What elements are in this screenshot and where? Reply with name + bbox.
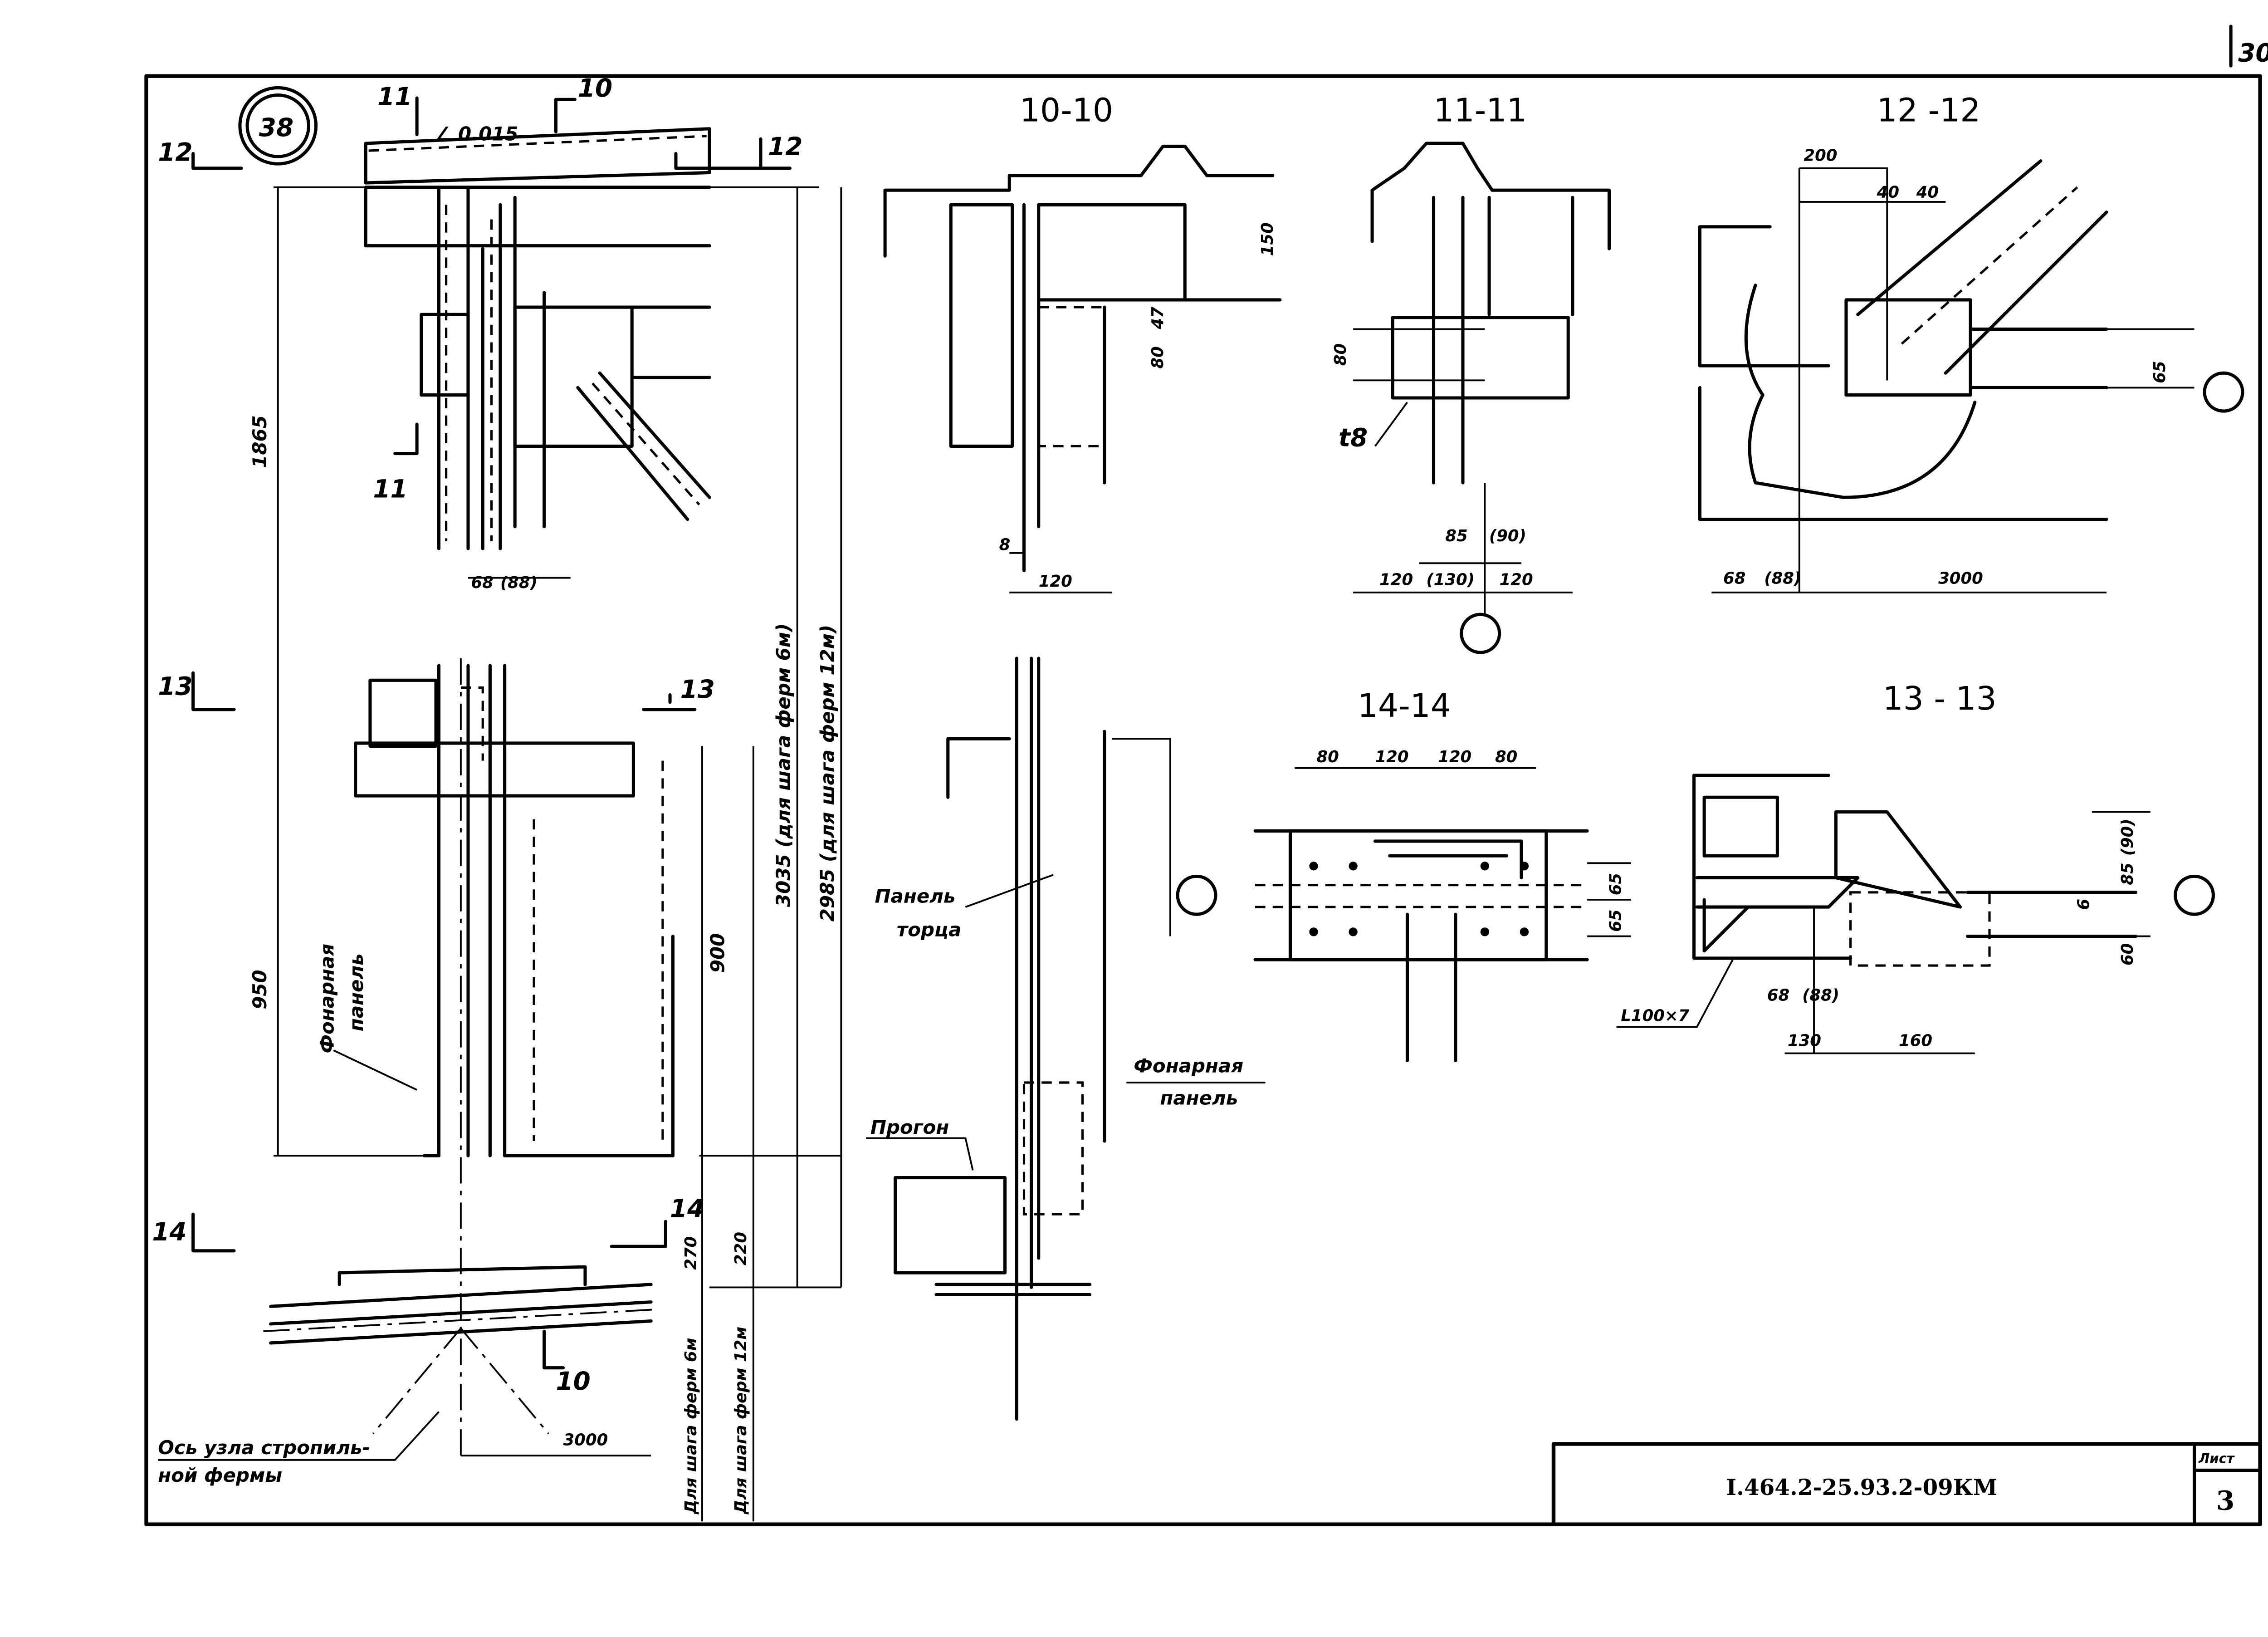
section-12-12-title: 12 -12 xyxy=(1877,92,1981,129)
dim-40-right: 40 xyxy=(1916,183,1939,201)
lantern-panel-label-10-2: панель xyxy=(1160,1087,1238,1109)
section-mark-11-lower: 11 xyxy=(373,474,407,503)
section-10-10 xyxy=(866,144,1282,1421)
dim-47: 47 xyxy=(1149,307,1167,330)
dim-270: 270 xyxy=(682,1236,700,1270)
section-mark-11: 11 xyxy=(377,82,412,111)
note-6m: Для шага ферм 6м xyxy=(682,1338,700,1514)
dim-80-14-right: 80 xyxy=(1495,748,1517,766)
dim-90: (90) xyxy=(1489,527,1526,545)
dim-88: (88) xyxy=(500,573,538,592)
note-12m: Для шага ферм 12м xyxy=(732,1327,750,1514)
section-12-12 xyxy=(1698,159,2244,593)
section-11-11 xyxy=(1353,142,1611,654)
dim-68-13: 68 xyxy=(1767,986,1789,1005)
dim-68: 68 xyxy=(471,573,493,592)
sheet-number: 3 xyxy=(2216,1485,2234,1516)
dim-950: 950 xyxy=(249,970,271,1009)
title-block xyxy=(1551,1442,2262,1526)
section-mark-10-lower: 10 xyxy=(556,1367,591,1396)
dim-120-right: 120 xyxy=(1500,571,1533,589)
dim-160-13: 160 xyxy=(1899,1031,1932,1050)
dim-88-12: (88) xyxy=(1764,569,1801,588)
main-view xyxy=(158,96,842,1522)
section-11-11-title: 11-11 xyxy=(1433,92,1527,129)
purlin-label: Прогон xyxy=(870,1116,949,1138)
section-mark-12-right: 12 xyxy=(768,132,802,161)
section-mark-14-left: 14 xyxy=(152,1217,186,1246)
section-14-14 xyxy=(1253,767,1631,1063)
dim-80-11: 80 xyxy=(1331,343,1350,366)
dim-120-left: 120 xyxy=(1379,571,1413,589)
dim-88-13: (88) xyxy=(1802,986,1839,1005)
dim-130-13: 130 xyxy=(1788,1031,1821,1050)
section-mark-14-right: 14 xyxy=(670,1194,704,1223)
angle-profile-label: L100×7 xyxy=(1621,1007,1689,1025)
dim-8: 8 xyxy=(999,535,1011,554)
corner-mark: 30 xyxy=(2238,38,2268,67)
section-mark-10: 10 xyxy=(578,74,612,103)
dim-80: 80 xyxy=(1149,346,1167,368)
dim-65-12: 65 xyxy=(2151,361,2169,383)
truss-axis-label: Ось узла стропиль- xyxy=(158,1436,370,1459)
section-mark-12-left: 12 xyxy=(158,138,192,167)
svg-text:38: 38 xyxy=(259,113,293,142)
dim-900: 900 xyxy=(706,933,728,973)
dim-40-left: 40 xyxy=(1877,183,1899,201)
dim-1865: 1865 xyxy=(249,415,271,468)
plate-thickness: t8 xyxy=(1339,423,1368,452)
dim-3000-12: 3000 xyxy=(1938,569,1983,588)
dim-65-14-b: 65 xyxy=(1606,910,1625,932)
dim-120-14-left: 120 xyxy=(1375,748,1409,766)
sheet-frame xyxy=(144,74,2262,1526)
section-13-13 xyxy=(1616,774,2215,1054)
dim-85-13: 85 xyxy=(2118,863,2137,885)
drawing-code: I.464.2-25.93.2-09КМ xyxy=(1726,1475,1997,1500)
node-number-badge: 38 xyxy=(238,86,318,166)
dim-120-14-right: 120 xyxy=(1438,748,1471,766)
dim-3000: 3000 xyxy=(563,1431,608,1450)
dim-220: 220 xyxy=(732,1232,750,1265)
dim-2985: 2985 (для шага ферм 12м) xyxy=(816,625,838,921)
dim-85: 85 xyxy=(1445,527,1467,545)
dim-120: 120 xyxy=(1039,572,1072,591)
end-panel-label: Панель xyxy=(875,885,956,907)
section-13-13-title: 13 - 13 xyxy=(1883,680,1997,717)
lantern-panel-label-2: панель xyxy=(345,953,367,1031)
section-10-10-title: 10-10 xyxy=(1020,92,1113,129)
truss-axis-label-2: ной фермы xyxy=(158,1464,282,1486)
section-mark-13-right: 13 xyxy=(680,675,715,704)
dim-65-14-a: 65 xyxy=(1606,873,1625,895)
dim-60-13: 60 xyxy=(2118,943,2137,966)
dim-130: (130) xyxy=(1426,571,1474,589)
dim-6-13: 6 xyxy=(2074,899,2093,910)
dim-200: 200 xyxy=(1804,147,1837,165)
dim-150: 150 xyxy=(1258,222,1277,256)
end-panel-label-2: торца xyxy=(897,919,961,941)
section-mark-13-left: 13 xyxy=(158,672,192,701)
lantern-panel-label: Фонарная xyxy=(316,944,338,1054)
sheet-label: Лист xyxy=(2198,1451,2235,1466)
dim-80-14-left: 80 xyxy=(1316,748,1339,766)
dim-90-13: (90) xyxy=(2118,818,2137,856)
slope-label: ∠ 0.015 xyxy=(435,123,518,145)
dim-3035: 3035 (для шага ферм 6м) xyxy=(772,623,794,907)
lantern-panel-label-10: Фонарная xyxy=(1134,1054,1243,1077)
dim-68-12: 68 xyxy=(1723,569,1745,588)
section-14-14-title: 14-14 xyxy=(1358,687,1451,725)
